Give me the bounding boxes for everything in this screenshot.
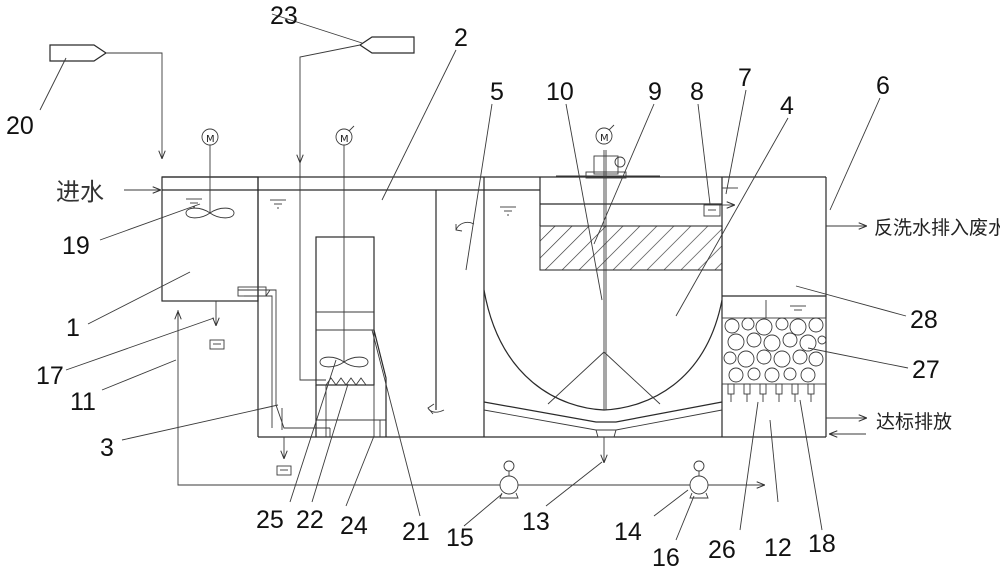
motor-icon-tank2: M [335,125,355,146]
pump-icon-16 [689,460,709,499]
callout-17: 17 [36,362,64,390]
callout-28: 28 [910,306,938,334]
callout-12: 12 [764,534,792,562]
callout-18: 18 [808,530,836,558]
callout-16: 16 [652,544,680,572]
pump-icon-15 [499,460,519,499]
callout-6: 6 [876,72,890,100]
callout-4: 4 [780,92,794,120]
callout-9: 9 [648,78,662,106]
reaction-tube-21 [315,145,387,437]
callout-20: 20 [6,112,34,140]
callout-27: 27 [912,356,940,384]
callout-8: 8 [690,78,704,106]
callout-22: 22 [296,506,324,534]
callout-10: 10 [546,78,574,106]
callout-25: 25 [256,506,284,534]
callout-14: 14 [614,518,642,546]
flow-arrow-icon [427,206,516,415]
leader-lines [39,13,909,541]
mixer-impeller-icon [185,207,235,219]
callout-11: 11 [70,388,96,416]
dosing-device-20 [49,44,162,158]
svg-text:M: M [340,134,349,145]
motor-icon-tank1: M [201,128,219,146]
mixing-tank-1 [161,145,259,302]
callout-26: 26 [708,536,736,564]
callout-19: 19 [62,232,90,260]
callout-7: 7 [738,64,752,92]
coagulation-zone-2 [257,177,485,437]
sludge-pipeline [178,310,764,485]
callout-23: 23 [270,2,298,30]
dosing-device-23 [300,36,415,381]
callout-3: 3 [100,434,114,462]
tube-settler-9 [539,225,723,271]
callout-15: 15 [446,524,474,552]
clarifier-4 [483,150,826,462]
discharge-outlet-arrow [826,418,866,434]
callout-13: 13 [522,508,550,536]
backwash-drain-label: 反洗水排入废水池 [874,217,1000,239]
inlet-water-label: 进水 [56,178,104,206]
callout-5: 5 [490,78,504,106]
main-tank [162,176,827,438]
callout-2: 2 [454,24,468,52]
callout-24: 24 [340,512,368,540]
svg-text:M: M [206,134,215,145]
standard-discharge-label: 达标排放 [876,411,952,433]
callout-1: 1 [66,314,80,342]
aerator-nozzles-25 [325,377,367,386]
filter-media-27 [721,300,827,402]
svg-text:M: M [600,133,609,144]
sludge-outlet-17 [209,301,225,350]
mixer-impeller-icon-22 [319,356,369,368]
motor-icon-clarifier: M [595,124,615,145]
callout-21: 21 [402,518,430,546]
